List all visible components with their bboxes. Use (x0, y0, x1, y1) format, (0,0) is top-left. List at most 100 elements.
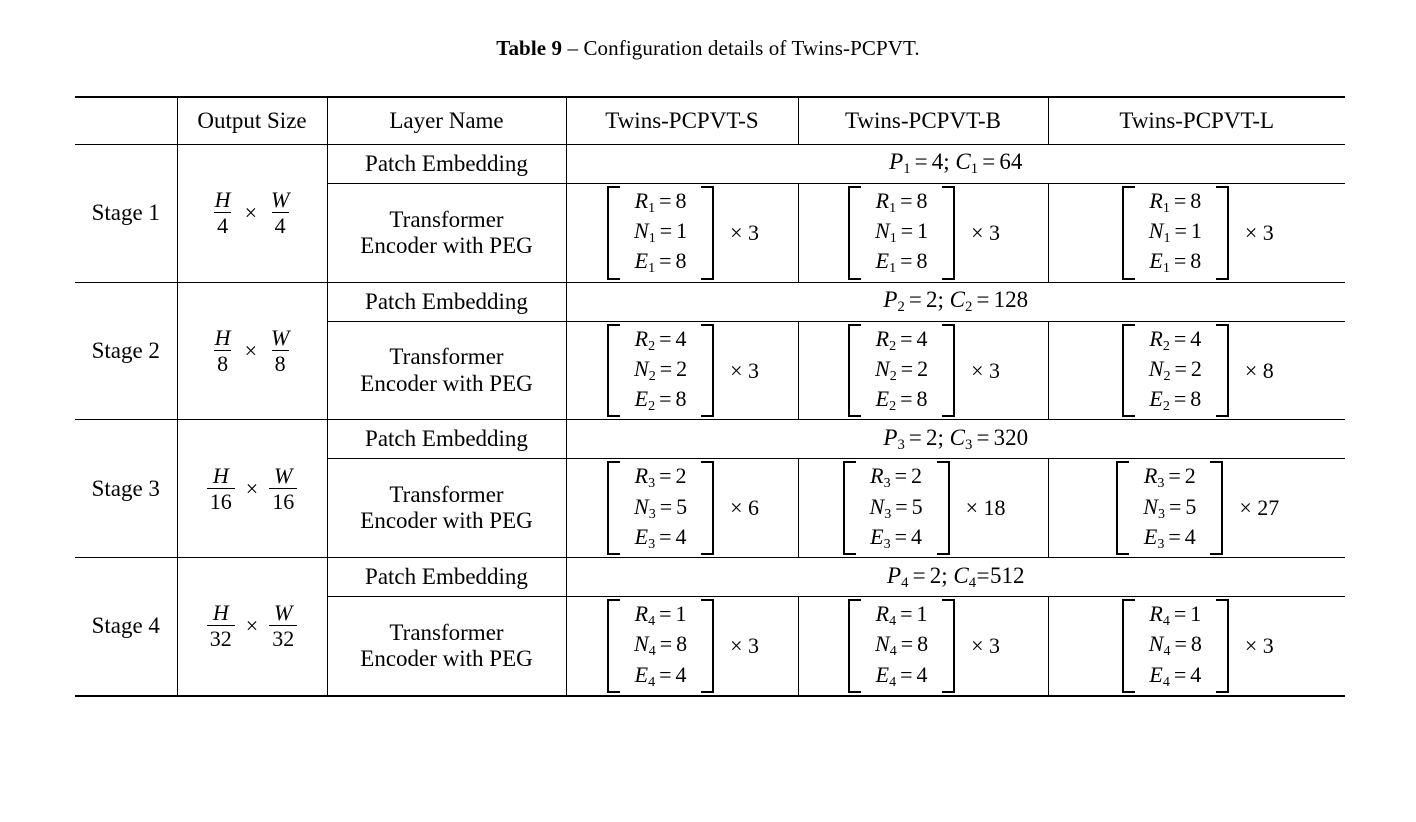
math-operator: = (659, 248, 672, 274)
math-operator: = (659, 661, 672, 687)
fraction-denominator: 8 (214, 350, 232, 375)
math-symbol: R2 (875, 325, 897, 354)
patch-separator: ; (937, 287, 950, 313)
math-operator: = (982, 149, 996, 175)
config-row: R4=1 (634, 600, 687, 630)
right-bracket-icon (942, 599, 956, 693)
math-value: 4 (675, 325, 687, 351)
math-subscript: 3 (1157, 505, 1165, 522)
stage-label: Stage 1 (91, 200, 160, 226)
math-symbol: N4 (634, 631, 656, 660)
math-value: 64 (999, 149, 1023, 175)
repeat-multiplier: × 27 (1239, 495, 1280, 521)
repeat-multiplier: × 18 (965, 495, 1006, 521)
math-operator: = (1168, 493, 1182, 519)
left-bracket-icon (1121, 323, 1135, 418)
left-bracket-icon (607, 186, 620, 280)
fraction-numerator: W (274, 462, 293, 488)
math-operator: = (659, 523, 672, 549)
math-subscript: 1 (970, 161, 979, 178)
left-bracket-icon (607, 599, 620, 693)
math-symbol: R2 (634, 325, 656, 354)
fraction-denominator: 8 (271, 350, 289, 375)
math-subscript: 3 (648, 475, 656, 492)
math-symbol: C1 (955, 149, 979, 178)
right-bracket-icon (942, 323, 956, 418)
math-value: 2 (1184, 463, 1196, 489)
config-row: E3=4 (634, 523, 687, 553)
math-subscript: 2 (965, 299, 973, 316)
left-bracket-icon (1121, 599, 1135, 693)
math-operator: = (659, 355, 673, 381)
math-operator: = (894, 523, 907, 549)
math-subscript: 4 (889, 673, 897, 690)
math-value: 8 (1190, 188, 1202, 213)
config-row: N1=1 (1149, 217, 1202, 247)
math-operator: = (659, 325, 672, 351)
math-operator: = (659, 188, 672, 213)
config-row: E1=8 (1149, 247, 1202, 277)
right-bracket-icon (701, 599, 715, 693)
math-value: 8 (675, 188, 687, 213)
math-symbol: N3 (869, 493, 892, 522)
config-row: N4=8 (634, 630, 687, 660)
math-symbol: E3 (634, 523, 656, 552)
math-subscript: 4 (1162, 613, 1170, 630)
patch-separator: ; (943, 149, 956, 175)
math-symbol: E1 (634, 248, 656, 277)
math-operator: = (1173, 661, 1187, 687)
table-number: Table 9 (496, 36, 563, 60)
math-subscript: 3 (648, 505, 656, 522)
layer-name-patch-embedding: Patch Embedding (327, 557, 567, 598)
math-symbol: C3 (949, 424, 973, 453)
config-row: E4=4 (1149, 661, 1202, 691)
math-symbol: E1 (1149, 248, 1170, 277)
math-symbol: N1 (634, 218, 656, 247)
right-bracket-icon (942, 186, 956, 280)
config-row: E3=4 (1143, 523, 1196, 553)
table-caption: Table 9 – Configuration details of Twins… (0, 36, 1416, 61)
math-operator: = (900, 355, 914, 381)
math-subscript: 4 (968, 574, 977, 591)
config-row: E4=4 (875, 661, 928, 691)
right-bracket-icon (1210, 461, 1224, 556)
math-subscript: 1 (903, 161, 911, 178)
math-operator: = (900, 386, 913, 412)
fraction-denominator: 32 (269, 625, 298, 650)
fraction-denominator: 4 (214, 212, 232, 237)
left-bracket-icon (848, 186, 861, 280)
math-operator: = (1173, 601, 1187, 627)
times-operator: × (245, 613, 259, 639)
patch-embedding-formula: P2=2; C2=128 (566, 282, 1345, 322)
math-value: 8 (1190, 386, 1202, 412)
math-symbol: N1 (875, 218, 897, 247)
math-subscript: 3 (884, 505, 892, 522)
math-value: 1 (1190, 601, 1202, 627)
math-value: 2 (929, 562, 942, 588)
math-operator: = (1174, 355, 1187, 381)
left-bracket-icon (842, 461, 856, 556)
math-value: 5 (676, 493, 688, 519)
